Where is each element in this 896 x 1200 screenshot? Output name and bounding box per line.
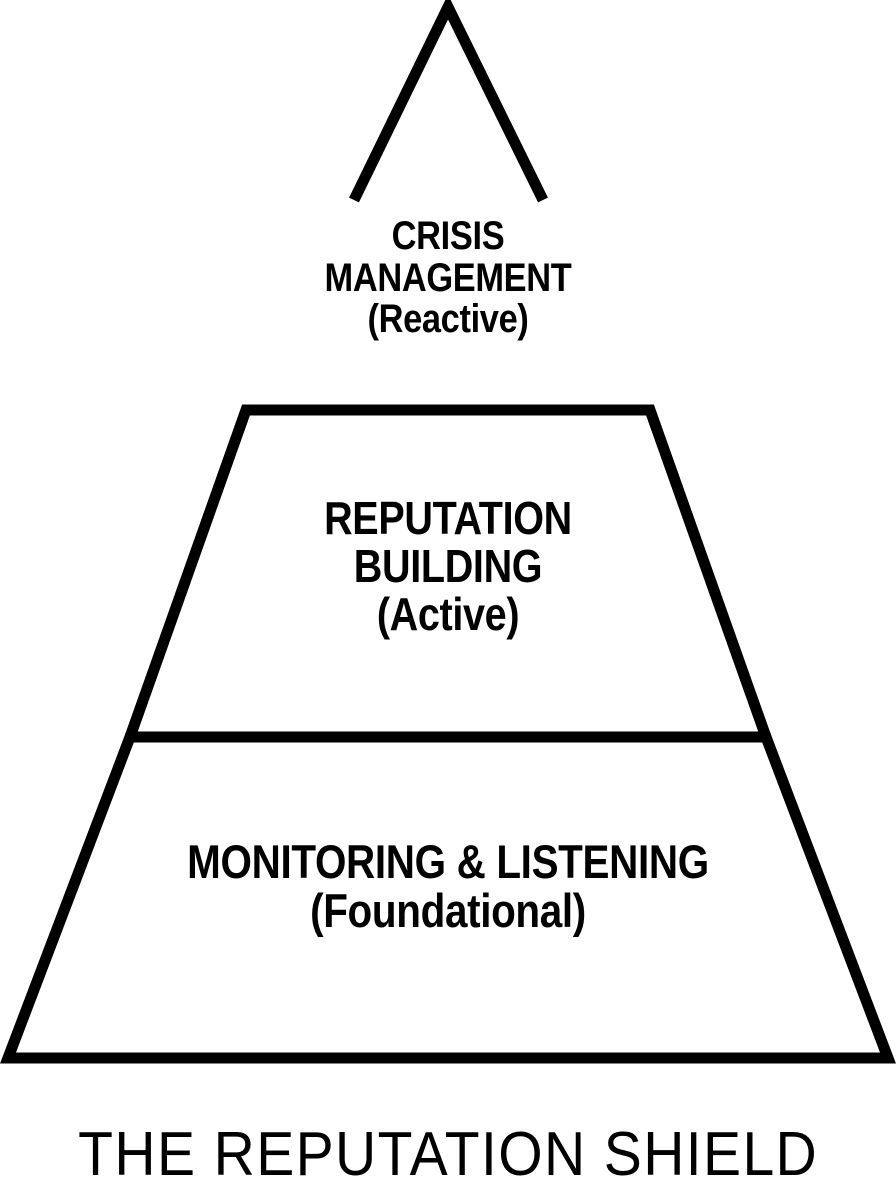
tier-label-crisis-management: CRISIS MANAGEMENT (Reactive) [198, 214, 698, 342]
apex-chevron-shape [349, 0, 548, 203]
tier-reputation-qualifier: (Active) [376, 587, 520, 640]
diagram-title-text: THE REPUTATION SHIELD [78, 1120, 818, 1189]
tier-monitoring-heading-line1: MONITORING & LISTENING [187, 835, 709, 888]
tier-crisis-heading-line1: CRISIS [391, 214, 505, 258]
tier-crisis-heading-line2: MANAGEMENT [324, 255, 572, 300]
tier-reputation-heading-line1: REPUTATION [324, 492, 572, 544]
tier-reputation-heading-line2: BUILDING [353, 539, 543, 592]
tier-label-monitoring-listening: MONITORING & LISTENING (Foundational) [98, 835, 798, 937]
tier-crisis-qualifier: (Reactive) [367, 297, 529, 342]
diagram-title: THE REPUTATION SHIELD [0, 1122, 896, 1187]
tier-label-reputation-building: REPUTATION BUILDING (Active) [198, 492, 698, 640]
tier-monitoring-qualifier: (Foundational) [310, 883, 586, 937]
